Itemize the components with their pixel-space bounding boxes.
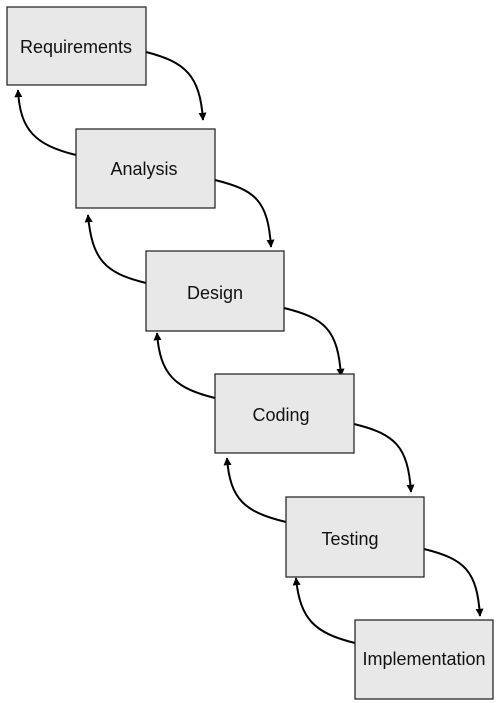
feedback-arrow-implementation-to-testing — [292, 577, 356, 644]
stage-coding: Coding — [214, 373, 355, 454]
feedback-arrow-design-to-analysis — [84, 214, 147, 284]
stage-design: Design — [145, 250, 285, 332]
stage-label-implementation: Implementation — [362, 649, 485, 669]
stage-testing: Testing — [285, 496, 425, 578]
feedback-arrow-analysis-to-requirements — [14, 89, 77, 156]
forward-arrow-analysis-to-design — [214, 179, 275, 248]
stage-implementation: Implementation — [354, 619, 494, 700]
stage-analysis: Analysis — [75, 128, 216, 209]
forward-arrow-requirements-to-analysis — [145, 51, 207, 121]
stage-label-testing: Testing — [321, 529, 378, 549]
stage-label-analysis: Analysis — [110, 159, 177, 179]
forward-arrow-testing-to-implementation — [423, 548, 484, 617]
feedback-arrow-coding-to-design — [153, 332, 216, 399]
stage-requirements: Requirements — [6, 6, 147, 86]
forward-arrow-coding-to-testing — [353, 423, 415, 493]
stage-label-design: Design — [187, 283, 243, 303]
forward-arrow-design-to-coding — [283, 307, 345, 377]
stage-label-requirements: Requirements — [20, 37, 132, 57]
feedback-arrow-testing-to-coding — [223, 457, 287, 523]
stage-label-coding: Coding — [252, 405, 309, 425]
